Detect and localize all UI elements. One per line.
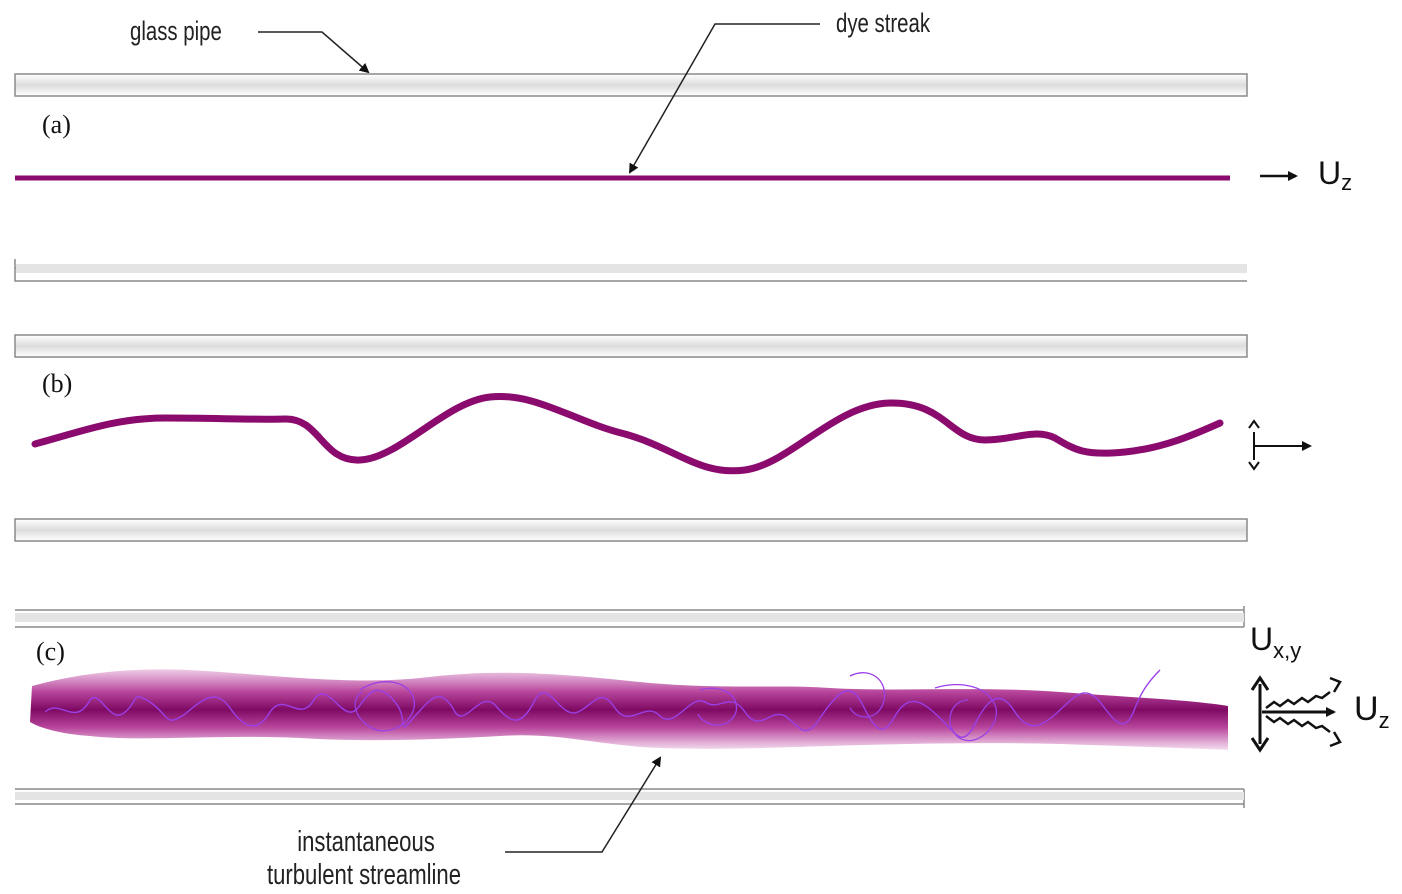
panel-label-c: (c)	[36, 637, 65, 666]
transverse-arrow-head-down-b	[1248, 461, 1260, 471]
turbulent-dye-cloud	[30, 669, 1228, 750]
turbulent-streamline-loops	[354, 672, 997, 742]
pipe-shade-a	[16, 264, 1247, 273]
panel-b: (b)	[14, 334, 1312, 542]
uz-label-a: Uz	[1318, 155, 1352, 195]
glass-pipe-bottom-wall-b	[14, 518, 1248, 542]
transverse-arrow-head-up-b	[1248, 419, 1260, 429]
turbulent-streamline-leader-line	[505, 756, 662, 853]
panel-label-b: (b)	[42, 369, 72, 398]
pipe-shade-c-top	[15, 613, 1244, 622]
turbulent-streamline-path	[44, 669, 1161, 738]
transverse-arrow-head-up-c	[1250, 675, 1270, 691]
dye-streak-callout: dye streak	[629, 9, 930, 174]
uz-label-c: Uz	[1354, 690, 1390, 733]
glass-pipe-callout: glass pipe	[130, 17, 370, 74]
pipe-shade-c-bottom	[15, 792, 1244, 800]
dye-streak-leader-line	[629, 23, 820, 174]
fluctuation-arrow-up-head	[1329, 676, 1342, 693]
fluctuation-arrow-down	[1265, 715, 1331, 733]
instantaneous-label: instantaneous	[297, 826, 435, 857]
glass-pipe-label: glass pipe	[130, 17, 222, 46]
panel-c: (c) Ux,y Uz	[15, 606, 1390, 808]
glass-pipe-top-wall-b	[14, 334, 1248, 358]
transverse-arrow-head-down-c	[1250, 737, 1270, 753]
turbulent-streamline-callout: instantaneous turbulent streamline	[267, 756, 662, 891]
glass-pipe-top-wall-a	[14, 73, 1248, 97]
panel-label-a: (a)	[42, 110, 71, 139]
dye-streak-label: dye streak	[836, 9, 930, 38]
fluctuation-arrow-up	[1265, 691, 1331, 709]
turbulent-streamline-label: turbulent streamline	[267, 859, 461, 890]
dye-streak-transitional	[31, 392, 1224, 475]
fluctuation-arrow-down-head	[1329, 731, 1342, 748]
panel-a: (a) Uz	[14, 73, 1352, 282]
uxy-label: Ux,y	[1250, 621, 1301, 663]
glass-pipe-leader-line	[258, 31, 370, 74]
